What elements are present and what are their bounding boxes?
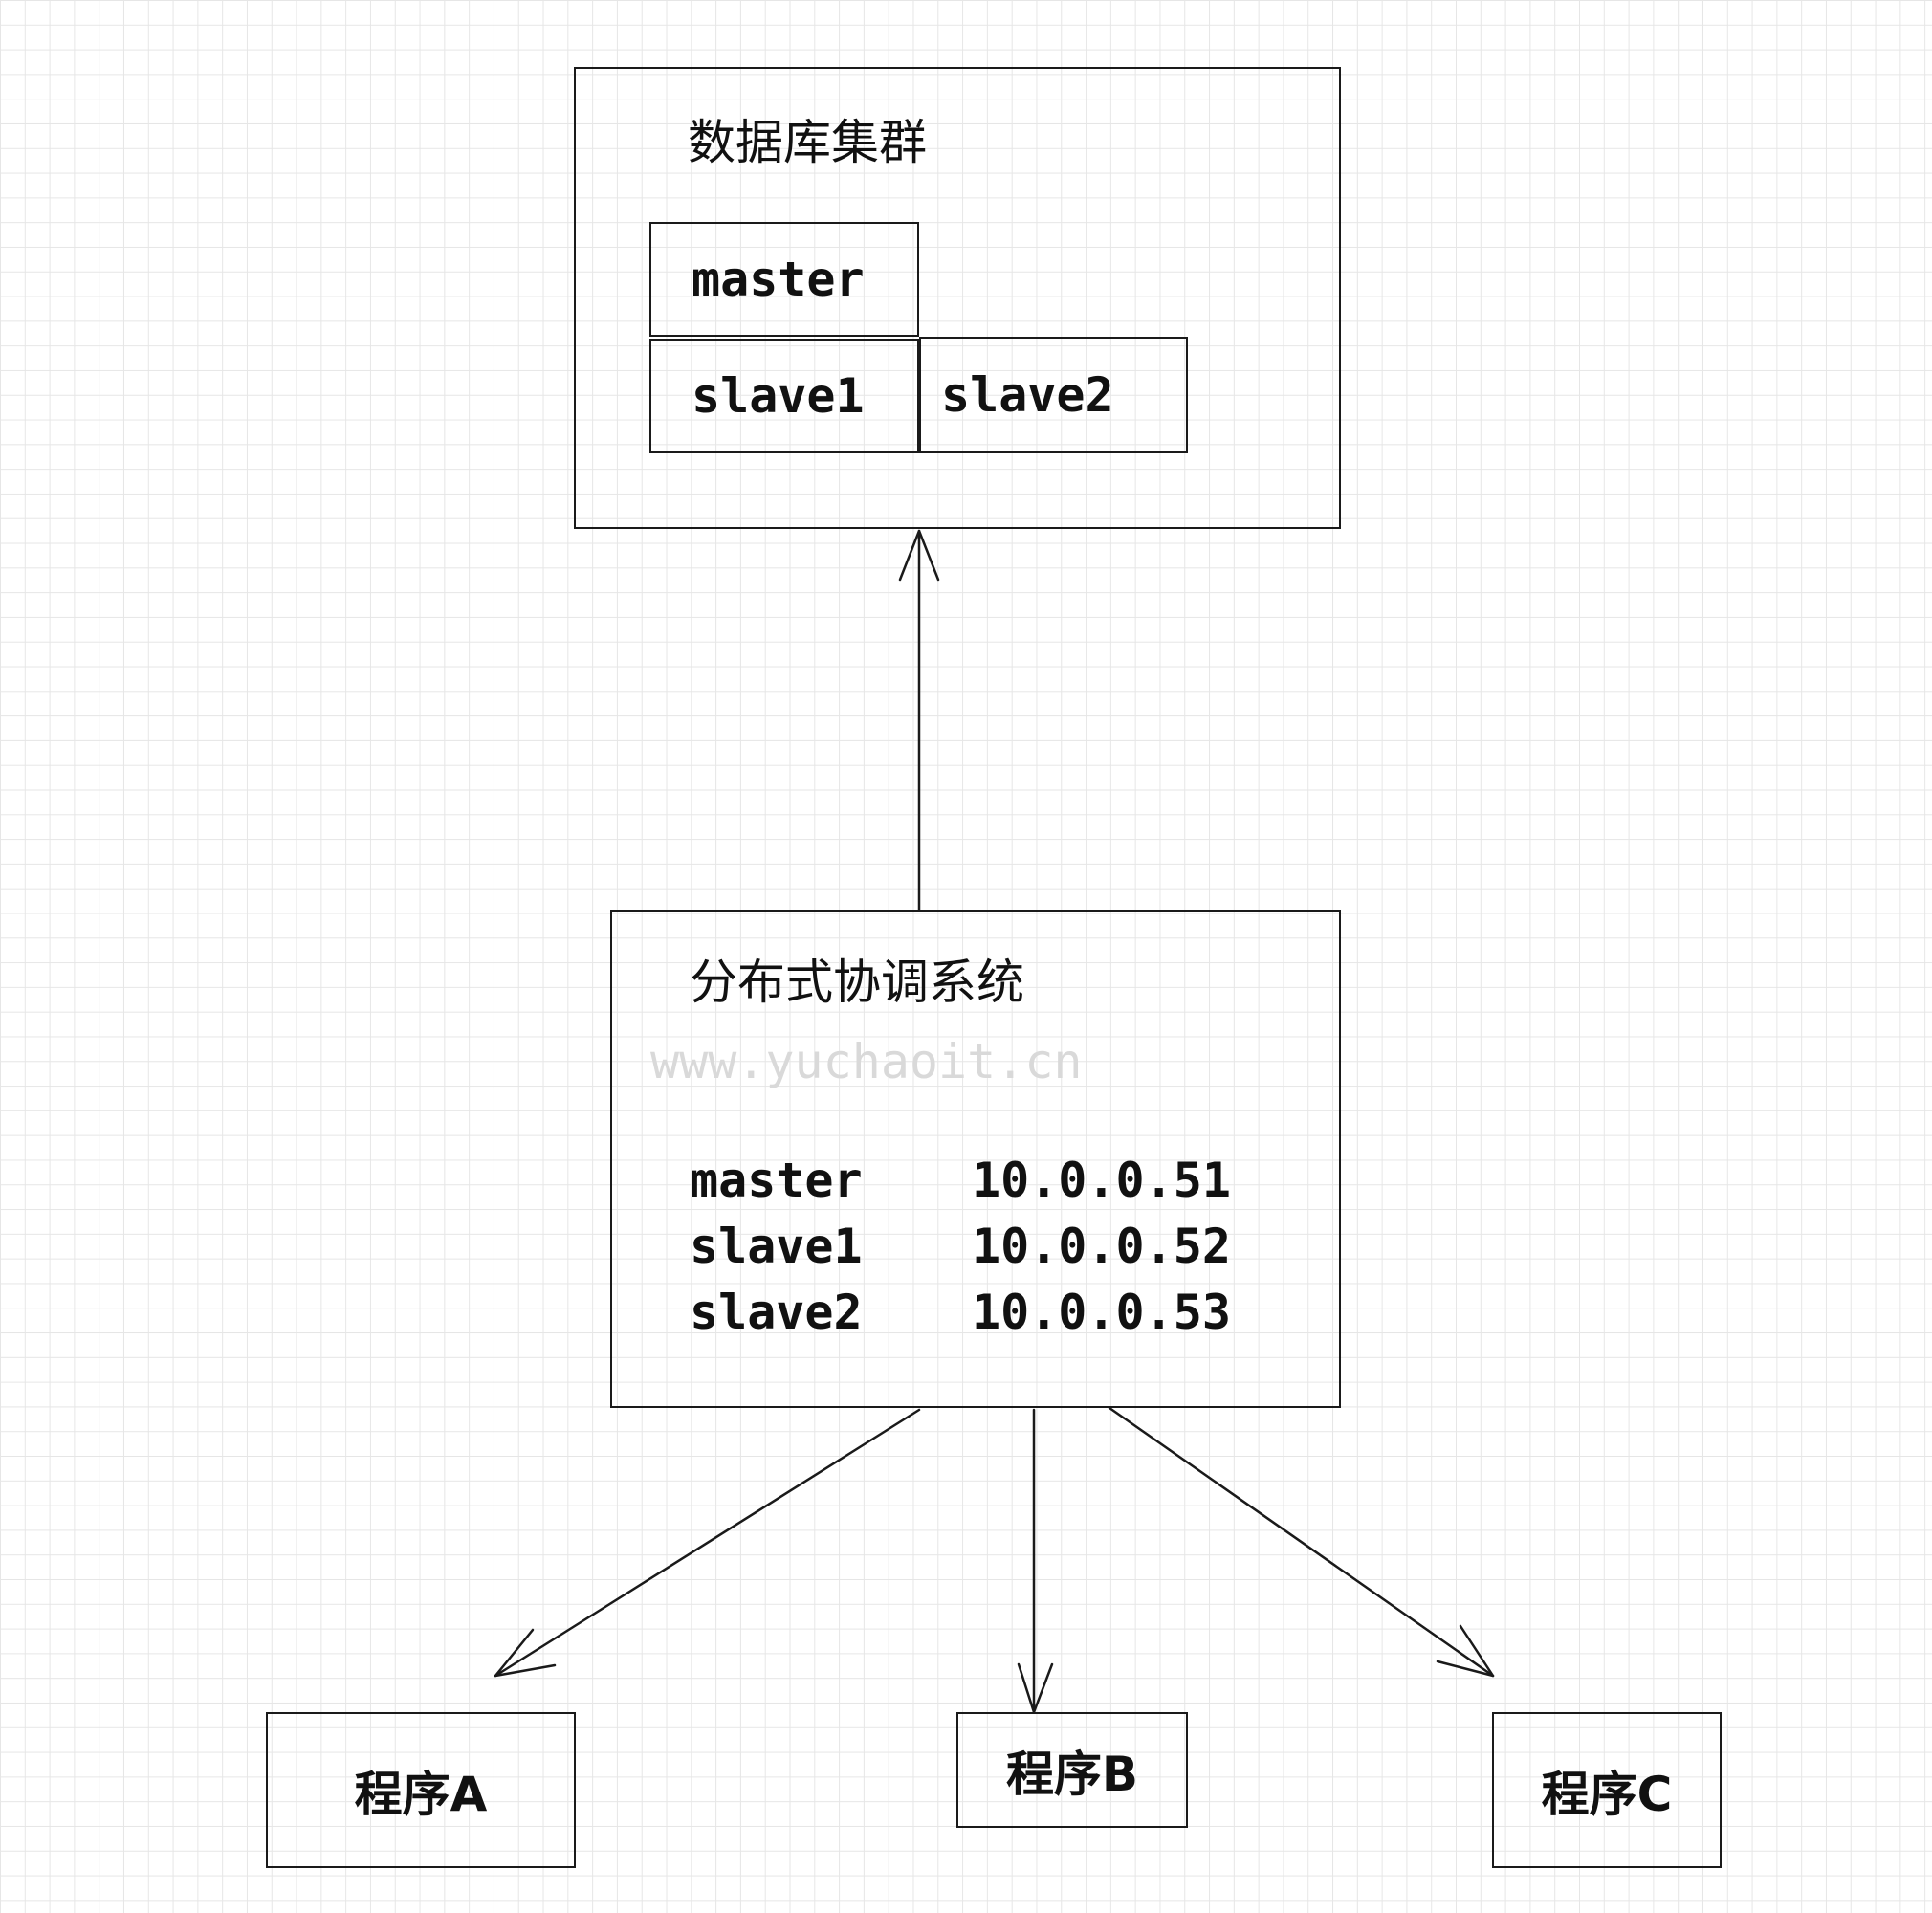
arrow-to-program-a	[494, 1408, 921, 1678]
config-node-name: slave1	[690, 1219, 863, 1274]
config-node-ip: 10.0.0.52	[972, 1219, 1231, 1274]
database-cluster-title: 数据库集群	[688, 115, 927, 170]
config-table: master 10.0.0.51 slave1 10.0.0.52 slave2…	[690, 1148, 1231, 1346]
config-node-name: slave2	[690, 1285, 863, 1340]
program-a-box: 程序A	[266, 1712, 576, 1868]
config-row: master 10.0.0.51	[690, 1148, 1231, 1214]
watermark: www.yuchaoit.cn	[650, 1034, 1083, 1089]
program-c-box: 程序C	[1492, 1712, 1722, 1868]
program-c-label: 程序C	[1541, 1766, 1673, 1822]
arrow-to-db-cluster	[898, 529, 940, 912]
coordination-system-title: 分布式协调系统	[690, 955, 1024, 1010]
db-node-master: master	[649, 222, 919, 337]
program-a-label: 程序A	[354, 1766, 488, 1822]
db-node-slave1-label: slave1	[692, 368, 865, 424]
database-cluster-box	[574, 67, 1341, 529]
coordination-system-box	[610, 910, 1341, 1408]
program-b-box: 程序B	[956, 1712, 1188, 1828]
config-row: slave1 10.0.0.52	[690, 1214, 1231, 1280]
arrow-to-program-b	[1017, 1408, 1054, 1714]
db-node-master-label: master	[692, 252, 865, 307]
program-b-label: 程序B	[1005, 1746, 1139, 1802]
db-node-slave2-label: slave2	[941, 367, 1114, 423]
db-node-slave1: slave1	[649, 339, 919, 453]
arrow-to-program-c	[1108, 1406, 1495, 1678]
config-node-ip: 10.0.0.51	[972, 1153, 1231, 1208]
config-node-ip: 10.0.0.53	[972, 1285, 1231, 1340]
config-node-name: master	[690, 1153, 863, 1208]
db-node-slave2: slave2	[919, 337, 1188, 453]
config-row: slave2 10.0.0.53	[690, 1280, 1231, 1346]
